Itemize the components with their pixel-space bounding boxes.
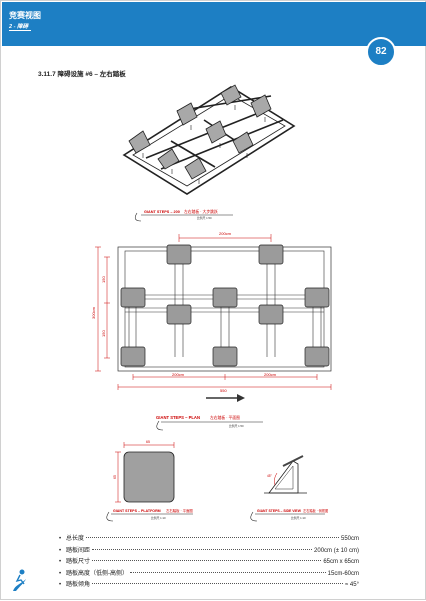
spec-value: 200cm (± 10 cm): [314, 547, 359, 554]
specs-list: • 总长度 550cm • 踏板间距 200cm (± 10 cm) • 踏板尺…: [59, 533, 359, 591]
dot-leader: [130, 571, 326, 573]
platform-caption-text: GIANT STEPS – PLATFORM: [113, 509, 161, 513]
spec-row: • 踏板高度（低侧-高侧） 15cm-60cm: [59, 568, 359, 580]
page-number-badge: 82: [366, 37, 396, 67]
direction-arrow: [206, 394, 245, 402]
plan-caption-cn: 左右踏板 · 平面图: [210, 415, 240, 420]
spec-row: • 踏板尺寸 65cm x 65cm: [59, 556, 359, 568]
header-subtitle: 2 - 障碍: [9, 24, 28, 30]
iso-caption: GIANT STEPS – 200 左右踏板 · 大步跳跃 比例尺 1:50: [134, 209, 233, 222]
section-title: 3.11.7 障碍设施 #6 – 左右踏板: [38, 71, 126, 78]
platform-caption-sub: 比例尺 1:10: [151, 516, 166, 520]
dot-leader: [92, 548, 313, 550]
spec-label: 踏板尺寸: [66, 559, 91, 565]
platform-square: [123, 451, 175, 503]
plan-dim-left-b: 150: [101, 330, 106, 337]
plan-dim-bottom-b: 200cm: [264, 372, 277, 377]
side-caption-text: GIANT STEPS – SIDE VIEW: [257, 509, 302, 513]
iso-caption-sub: 比例尺 1:50: [197, 216, 212, 220]
platform-caption-cn: 左右踏板 · 平面图: [166, 508, 193, 513]
platform-dim-h: 65: [113, 475, 117, 479]
iso-caption-cn: 左右踏板 · 大步跳跃: [184, 209, 218, 214]
dot-leader: [86, 537, 339, 538]
plan-caption: GIANT STEPS – PLAN 左右踏板 · 平面图 比例尺 1:50: [156, 415, 263, 431]
plan-caption-sub: 比例尺 1:50: [229, 424, 244, 428]
header-underline: [9, 30, 31, 31]
plan-caption-text: GIANT STEPS – PLAN: [156, 415, 200, 420]
spec-label: 踏板间距: [66, 547, 91, 554]
bullet-icon: •: [59, 547, 62, 554]
spec-label: 踏板高度（低侧-高侧）: [66, 570, 128, 577]
spec-row: • 踏板间距 200cm (± 10 cm): [59, 545, 359, 557]
dot-leader: [92, 560, 322, 561]
plan-dim-top: 200cm: [219, 231, 232, 236]
side-caption: GIANT STEPS – SIDE VIEW 左右踏板 · 侧视图 比例尺 1…: [250, 508, 328, 522]
page-header: 竞赛视图 2 - 障碍: [2, 2, 426, 46]
spec-value: 550cm: [340, 536, 359, 542]
header-title: 竞赛视图: [9, 11, 41, 20]
bullet-icon: •: [59, 536, 62, 542]
spec-value: ≈ 45°: [344, 582, 359, 588]
side-caption-cn: 左右踏板 · 侧视图: [303, 508, 328, 513]
plan-dim-left-total: 300cm: [91, 306, 96, 319]
spec-label: 总长度: [66, 536, 85, 542]
spec-row: • 踏板倾角 ≈ 45°: [59, 579, 359, 591]
bullet-icon: •: [59, 582, 62, 588]
platform-dim-w: 65: [146, 440, 150, 444]
spec-label: 踏板倾角: [66, 582, 91, 588]
plan-dim-total: 550: [220, 388, 227, 393]
plan-dim-left-a: 150: [101, 276, 106, 283]
plan-dim-bottom-a: 200cm: [172, 372, 185, 377]
spec-row: • 总长度 550cm: [59, 533, 359, 545]
iso-caption-text: GIANT STEPS – 200: [144, 210, 180, 214]
bullet-icon: •: [59, 559, 62, 565]
side-angle: 45°: [267, 474, 273, 478]
federation-logo-icon: [13, 569, 26, 591]
spec-value: 15cm-60cm: [327, 570, 359, 577]
bullet-icon: •: [59, 570, 62, 577]
dot-leader: [92, 583, 343, 584]
side-caption-sub: 比例尺 1:10: [291, 516, 306, 520]
spec-value: 65cm x 65cm: [323, 559, 359, 565]
platform-caption: GIANT STEPS – PLATFORM 左右踏板 · 平面图 比例尺 1:…: [106, 508, 193, 522]
